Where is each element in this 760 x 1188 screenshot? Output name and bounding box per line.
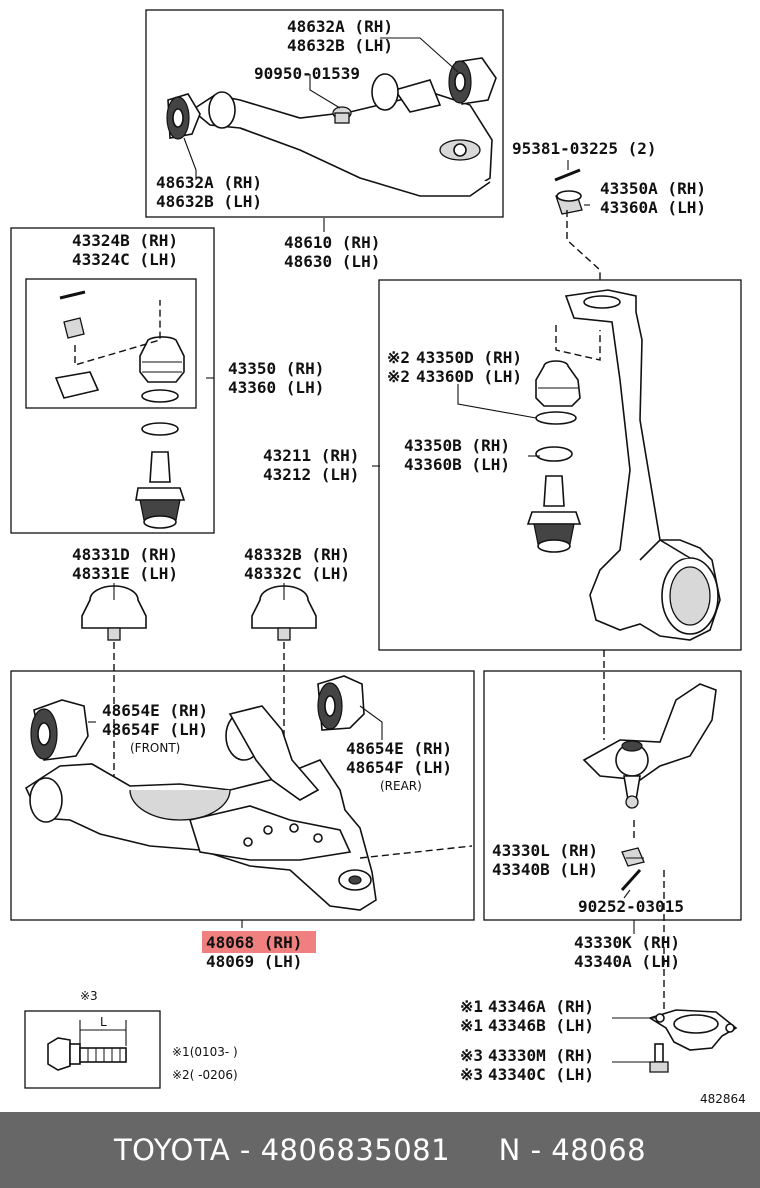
upper-control-arm-drawing	[190, 73, 493, 197]
kit-snap-ring-drawing	[141, 389, 179, 403]
leader-lines	[88, 37, 656, 1063]
ball-joint-kit-box	[10, 227, 215, 534]
label-snap-ring-43350B-lh: 43360B (LH)	[404, 455, 510, 474]
label-bolt-43330M-lh: 43340C (LH)	[488, 1065, 594, 1084]
label-nut-43330L-rh: 43330L (RH)	[492, 841, 598, 860]
knuckle-box	[378, 279, 742, 651]
label-bolt-43330M-rh: 43330M (RH)	[488, 1046, 594, 1065]
label-cotter-pin-95381: 95381-03225 (2)	[512, 139, 657, 158]
nut-43350A-drawing	[555, 190, 583, 215]
footer-name-code: 48068	[551, 1133, 647, 1167]
kit-snap-ring-2-drawing	[141, 422, 179, 436]
label-inset-dimension: L	[100, 1015, 107, 1029]
label-nut-43350A-rh: 43350A (RH)	[600, 179, 706, 198]
upper-bushing-left-drawing	[166, 93, 201, 140]
label-upper-bushing-right-lh: 48632B (LH)	[287, 36, 393, 55]
inset-bolt-drawing	[47, 1020, 127, 1071]
label-bumper-48331-lh: 48331E (LH)	[72, 564, 178, 583]
label-cover-43346-mark-rh: ※1	[460, 997, 483, 1016]
label-bolt-43330M-mark-lh: ※3	[460, 1065, 483, 1084]
bolt-43330M-drawing	[649, 1043, 669, 1073]
steering-knuckle-drawing	[564, 289, 721, 641]
label-upper-arm-rh: 48610 (RH)	[284, 233, 380, 252]
kit-ball-stud-drawing	[135, 451, 186, 529]
part-highlight	[202, 931, 316, 953]
label-knuckle-43211-lh: 43212 (LH)	[263, 465, 359, 484]
ball-joint-kit-inner-box	[25, 278, 197, 409]
label-bumper-48332-rh: 48332B (RH)	[244, 545, 350, 564]
dust-cover-43346-drawing	[648, 1009, 738, 1051]
bolt-90950-drawing	[332, 106, 352, 124]
label-bushing-rear-rh: 48654E (RH)	[346, 739, 452, 758]
label-cotter-pin-90252: 90252-03015	[578, 897, 684, 916]
bushing-rear-drawing	[317, 675, 365, 731]
label-bushing-rear-lh: 48654F (LH)	[346, 758, 452, 777]
label-inset-mark: ※3	[80, 989, 98, 1003]
footer-spacer: N -	[450, 1133, 552, 1167]
label-boot-kit-43324-lh: 43324C (LH)	[72, 250, 178, 269]
label-bumper-48332-lh: 48332C (LH)	[244, 564, 350, 583]
bolt-inset-box	[24, 1010, 161, 1089]
label-lower-arm-rh: 48068 (RH)	[206, 933, 302, 952]
label-ball-joint-43350-lh: 43360 (LH)	[228, 378, 324, 397]
cotter-pin-90252-drawing	[620, 868, 642, 892]
label-boot-kit-43324-rh: 43324B (RH)	[72, 231, 178, 250]
footer-bar: TOYOTA - 4806835081 N - 48068	[0, 1112, 760, 1188]
bushing-front-drawing	[30, 699, 89, 761]
footer-brand: TOYOTA	[113, 1133, 231, 1167]
label-bumper-48331-rh: 48331D (RH)	[72, 545, 178, 564]
label-note-2: ※2( -0206)	[172, 1068, 238, 1082]
label-diagram-code: 482864	[700, 1092, 746, 1106]
label-lower-ball-joint-rh: 43330K (RH)	[574, 933, 680, 952]
label-boot-43350D-mark-rh: ※2	[387, 348, 410, 367]
label-nut-43330L-lh: 43340B (LH)	[492, 860, 598, 879]
label-upper-arm-lh: 48630 (LH)	[284, 252, 380, 271]
label-boot-43350D-rh: 43350D (RH)	[416, 348, 522, 367]
label-snap-ring-43350B-rh: 43350B (RH)	[404, 436, 510, 455]
label-cover-43346-mark-lh: ※1	[460, 1016, 483, 1035]
label-rear-note: (REAR)	[380, 779, 422, 793]
label-lower-ball-joint-lh: 43340A (LH)	[574, 952, 680, 971]
bumper-48332-drawing	[251, 585, 317, 641]
kit-nut-drawing	[63, 317, 85, 339]
footer-part-number: 4806835081	[260, 1133, 451, 1167]
label-note-1: ※1(0103- )	[172, 1045, 238, 1059]
label-front-note: (FRONT)	[130, 741, 180, 755]
boot-43350D-drawing	[535, 360, 581, 407]
lower-control-arm-drawing	[24, 705, 377, 911]
label-boot-43350D-lh: 43360D (LH)	[416, 367, 522, 386]
upper-bushing-right-drawing	[448, 57, 497, 105]
lower-ball-joint-drawing	[582, 683, 717, 809]
label-boot-43350D-mark-lh: ※2	[387, 367, 410, 386]
kit-plate-drawing	[54, 371, 100, 399]
lower-ball-joint-box	[483, 670, 742, 921]
label-lower-arm-lh: 48069 (LH)	[206, 952, 302, 971]
label-ball-joint-43350-rh: 43350 (RH)	[228, 359, 324, 378]
label-knuckle-43211-rh: 43211 (RH)	[263, 446, 359, 465]
label-cover-43346-lh: 43346B (LH)	[488, 1016, 594, 1035]
label-bushing-front-lh: 48654F (LH)	[102, 720, 208, 739]
label-upper-bushing-left-rh: 48632A (RH)	[156, 173, 262, 192]
label-cover-43346-rh: 43346A (RH)	[488, 997, 594, 1016]
nut-43330L-drawing	[621, 847, 645, 867]
kit-boot-drawing	[139, 336, 185, 383]
footer-separator: -	[230, 1133, 261, 1167]
label-upper-bushing-left-lh: 48632B (LH)	[156, 192, 262, 211]
kit-cotter-pin-drawing	[59, 290, 86, 300]
upper-arm-box	[145, 9, 504, 218]
bumper-48331-drawing	[81, 585, 147, 641]
label-bolt-90950: 90950-01539	[254, 64, 360, 83]
label-nut-43350A-lh: 43360A (LH)	[600, 198, 706, 217]
cotter-pin-95381-drawing	[554, 168, 581, 182]
label-bushing-front-rh: 48654E (RH)	[102, 701, 208, 720]
label-upper-bushing-right-rh: 48632A (RH)	[287, 17, 393, 36]
snap-ring-43350B-drawing	[535, 411, 577, 462]
label-bolt-43330M-mark-rh: ※3	[460, 1046, 483, 1065]
knuckle-ball-stud-drawing	[526, 475, 582, 553]
